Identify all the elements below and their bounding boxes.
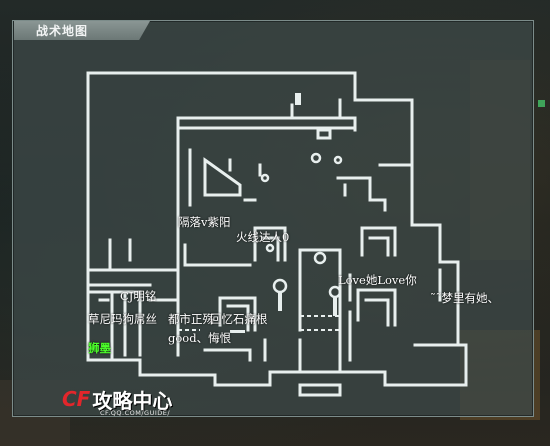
- map-object: [230, 330, 245, 333]
- map-object: [278, 293, 282, 311]
- map-wall: [88, 290, 142, 357]
- tactical-map-panel: [12, 20, 534, 417]
- map-title: 战术地图: [36, 24, 89, 38]
- logo-title: 攻略中心: [92, 388, 173, 413]
- player-label: 草尼玛狗屌丝: [88, 312, 157, 326]
- map-inner-wall: [176, 116, 357, 132]
- map-object: [272, 278, 288, 294]
- player-label: 回忆石痛根: [210, 312, 268, 326]
- map-wall: [360, 226, 397, 257]
- player-label-self: 狮墨: [88, 341, 111, 355]
- status-indicator: [538, 100, 545, 107]
- map-object: [333, 155, 343, 165]
- map-wall: [261, 236, 280, 262]
- player-label: 都市正殇: [168, 312, 214, 326]
- guide-logo: CF 攻略中心: [62, 386, 173, 413]
- map-wall: [253, 226, 287, 262]
- map-wall: [364, 298, 390, 327]
- player-label: 火线达人0: [236, 230, 290, 244]
- map-object: [310, 152, 322, 164]
- map-wall: [203, 348, 252, 362]
- map-wall: [336, 176, 387, 212]
- player-label: Love她Love你: [338, 273, 417, 287]
- map-wall: [298, 383, 342, 397]
- map-object: [260, 173, 270, 183]
- map-object: [313, 251, 327, 265]
- map-wall: [316, 128, 332, 140]
- map-object: [265, 243, 275, 253]
- logo-url: CF.QQ.COM/GUIDE/: [100, 409, 171, 417]
- cf-logo-icon: CF: [62, 387, 91, 411]
- map-wall: [183, 243, 252, 267]
- map-wall: [368, 236, 390, 257]
- map-object: [328, 285, 342, 299]
- player-label: ˜˜梦里有她、: [430, 291, 499, 305]
- player-label: CJ明铭: [120, 289, 157, 303]
- map-object: [295, 93, 301, 105]
- map-wall: [203, 157, 242, 197]
- player-label: 隔落v紫阳: [178, 215, 231, 229]
- map-wall: [356, 288, 397, 327]
- map-wall: [218, 296, 257, 332]
- map-object: [333, 298, 337, 316]
- map-wall: [226, 304, 250, 332]
- map-outer-wall: [86, 71, 468, 387]
- title-tab: [14, 21, 150, 40]
- player-label: good、悔恨: [168, 331, 232, 345]
- map-wall: [298, 248, 342, 372]
